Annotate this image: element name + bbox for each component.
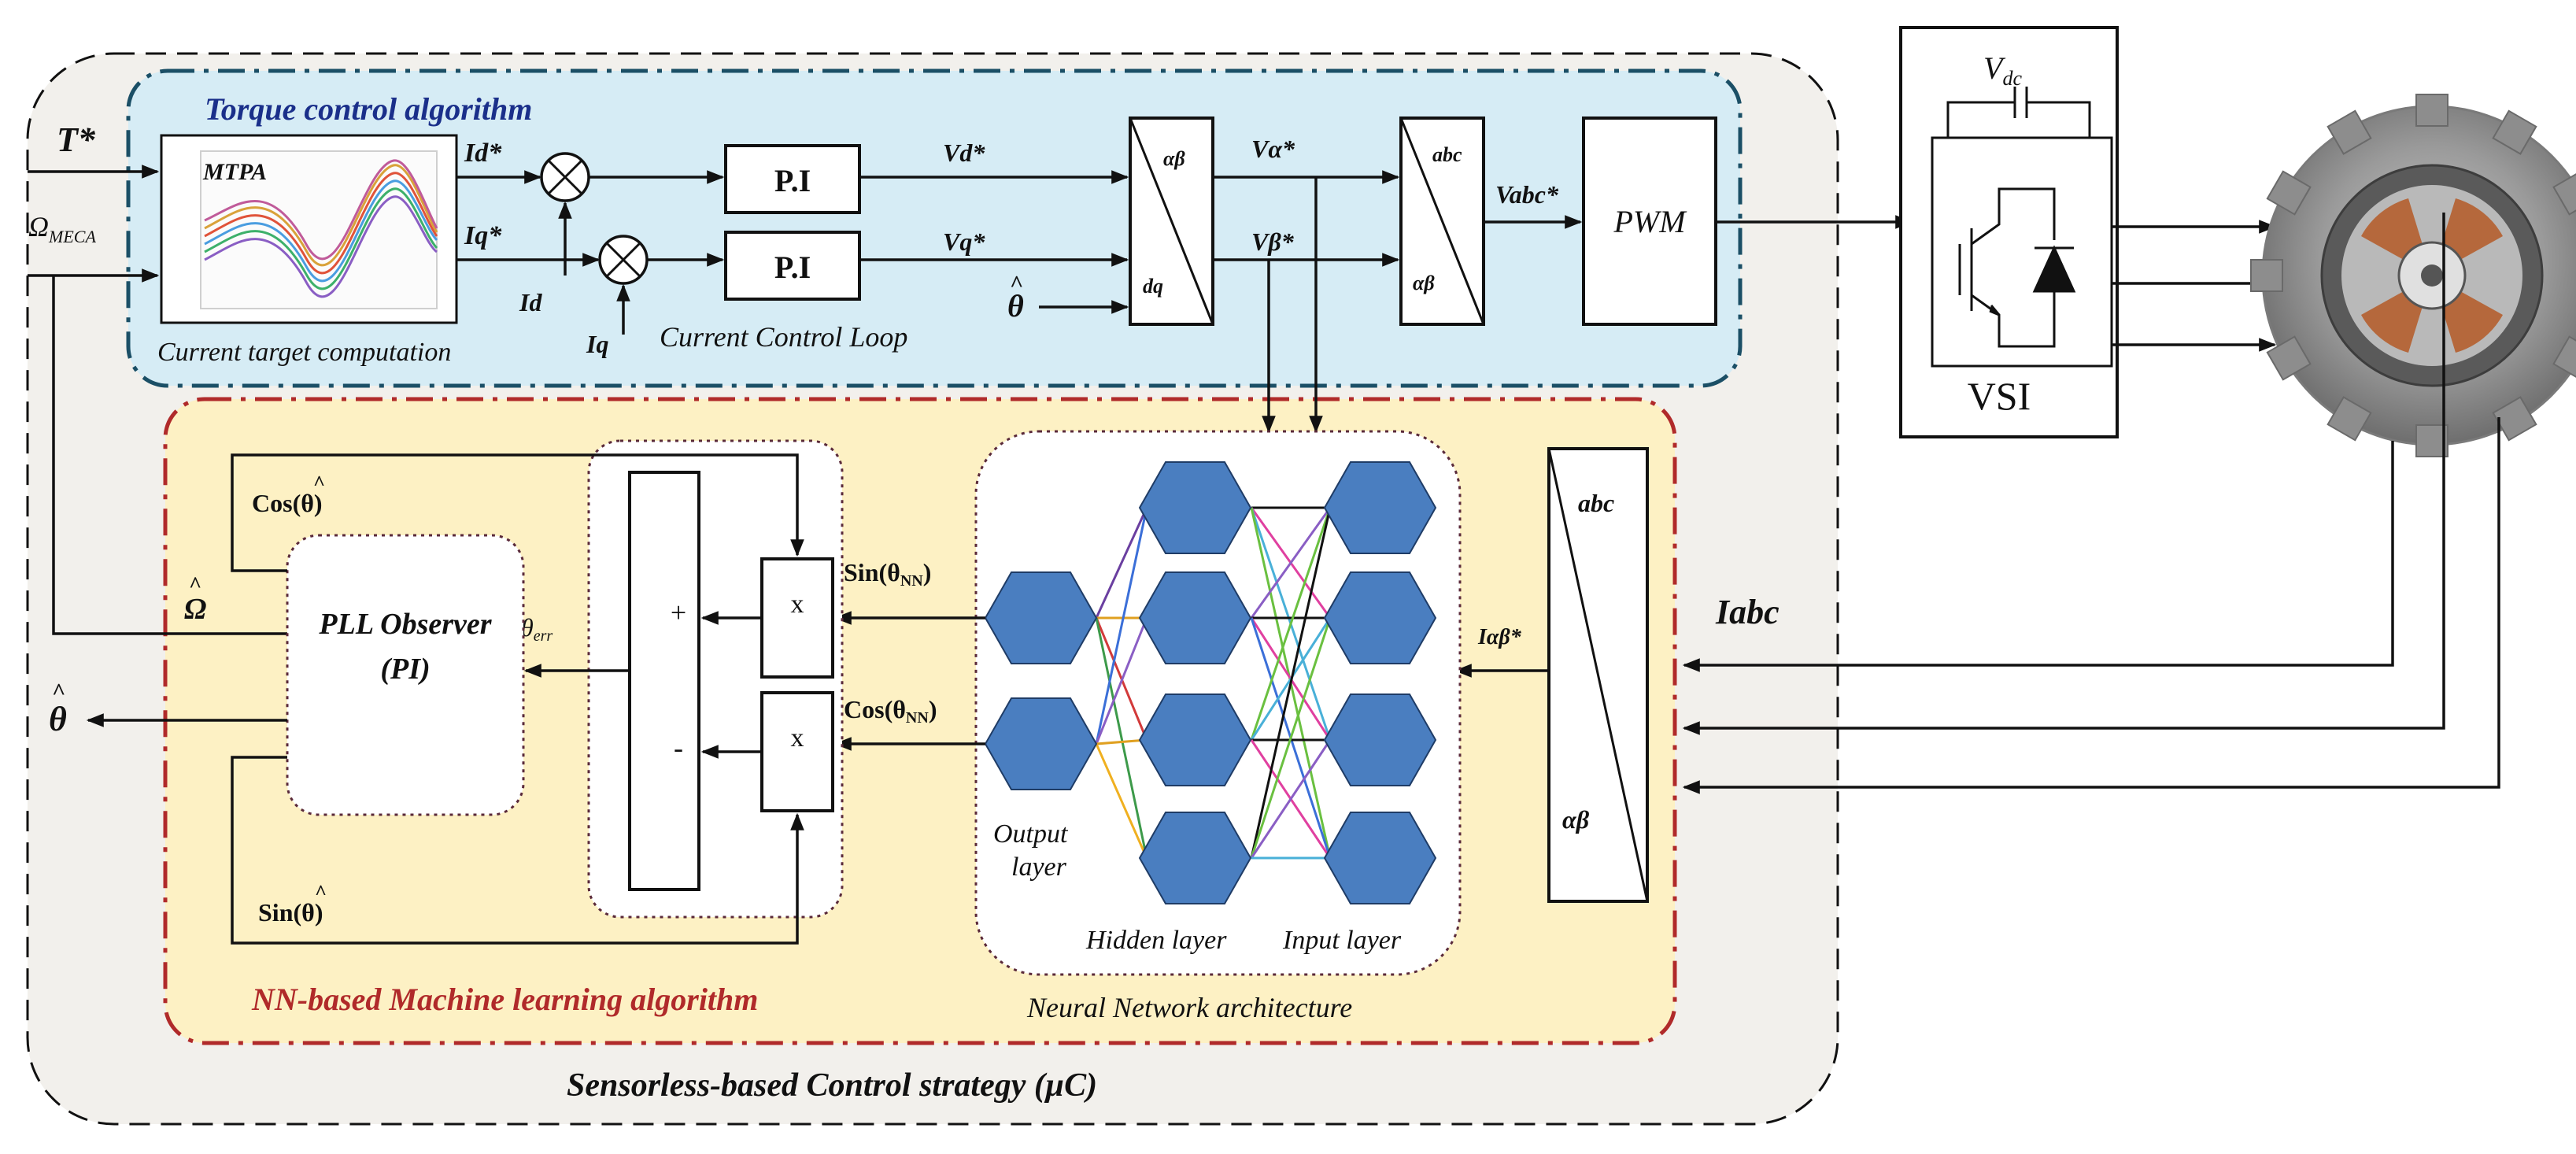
svg-text:θ: θ [1007, 288, 1024, 324]
mtpa-curves [204, 159, 438, 298]
pi-controller-d [724, 144, 861, 214]
valpha-ref-label: Vα* [1251, 135, 1295, 163]
svg-text:Id*: Id* [464, 139, 502, 168]
theta-hat-input-label: θ ^ [1007, 271, 1024, 324]
vsi-label: VSI [1968, 374, 2031, 418]
torque-region [126, 68, 1743, 388]
nn-output-layer [984, 571, 1098, 790]
iabc-label: Iabc [1715, 593, 1780, 631]
clarke-bottom-label: αβ [1562, 805, 1590, 834]
neuron [1323, 461, 1437, 554]
current-loop-caption: Current Control Loop [660, 321, 907, 353]
multiplier-sin-label: x [791, 590, 804, 619]
speed-reference-label: ΩMECA [28, 211, 96, 246]
id-ref-label: Id* [464, 139, 502, 168]
svg-text:Sin(θ): Sin(θ) [258, 898, 323, 927]
nn-hidden-layer [1138, 461, 1252, 904]
svg-text:^: ^ [313, 472, 325, 494]
svg-text:Sin(θNN): Sin(θNN) [844, 558, 931, 590]
svg-text:^: ^ [189, 573, 201, 597]
pll-observer-label-2: (PI) [380, 653, 430, 686]
mtpa-label: MTPA [202, 159, 267, 185]
sum-junction-d [540, 152, 590, 202]
pi-controller-q [724, 231, 861, 301]
sum-plus-label: + [671, 597, 686, 628]
torque-region-title: Torque control algorithm [205, 91, 532, 127]
torque-reference-label: T* [57, 120, 96, 159]
hidden-layer-label: Hidden layer [1085, 926, 1227, 955]
neuron [1323, 571, 1437, 664]
svg-text:θ: θ [49, 700, 67, 738]
neuron [1138, 694, 1252, 786]
cos-nn-label: Cos(θNN) [844, 695, 937, 727]
pwm-block [1582, 117, 1717, 326]
neuron [984, 571, 1098, 664]
inverse-park-bottom-label: dq [1143, 275, 1163, 298]
outer-region-title: Sensorless-based Control strategy (µC) [567, 1067, 1097, 1104]
nn-architecture-title: Neural Network architecture [1026, 992, 1352, 1023]
vdc-label: Vdc [1983, 50, 2022, 90]
vd-ref-label: Vd* [943, 139, 985, 167]
pi-q-label: P.I [774, 250, 811, 285]
mtpa-caption: Current target computation [157, 338, 451, 367]
neuron [1138, 812, 1252, 904]
omega-hat-label: Ω ^ [184, 573, 206, 626]
svg-text:Iq*: Iq* [464, 221, 502, 250]
nn-region-title: NN-based Machine learning algorithm [251, 982, 758, 1017]
motor-image [2250, 94, 2576, 457]
sum-block [628, 471, 700, 891]
cos-hat-label: Cos(θ) ^ [252, 472, 325, 517]
inverse-clarke-top-label: abc [1432, 143, 1462, 166]
input-layer-label: Input layer [1282, 926, 1402, 955]
error-computation-box [587, 439, 844, 919]
nn-connections [1095, 506, 1332, 860]
iq-ref-label: Iq* [464, 221, 502, 250]
svg-text:ΩMECA: ΩMECA [28, 211, 96, 246]
neuron [1323, 812, 1437, 904]
nn-input-layer [1323, 461, 1437, 904]
igbt-switch-box [1931, 136, 2113, 368]
svg-text:Vdc: Vdc [1983, 50, 2022, 90]
iq-feedback-label: Iq [586, 330, 608, 358]
sin-hat-label: Sin(θ) ^ [258, 881, 327, 927]
output-layer-label-2: layer [1011, 853, 1067, 882]
neuron [1323, 694, 1437, 786]
clarke-top-label: abc [1578, 489, 1614, 517]
multiplier-cos-label: x [791, 723, 804, 753]
neuron [1138, 461, 1252, 554]
vabc-ref-label: Vabc* [1495, 180, 1559, 209]
pll-observer-label-1: PLL Observer [318, 608, 492, 641]
svg-text:Cos(θNN): Cos(θNN) [844, 695, 937, 727]
svg-text:Ω: Ω [184, 593, 206, 626]
vbeta-ref-label: Vβ* [1251, 227, 1295, 256]
inverse-park-top-label: αβ [1163, 147, 1185, 170]
svg-text:^: ^ [52, 679, 65, 705]
inverse-clarke-bottom-label: αβ [1413, 272, 1435, 294]
pi-d-label: P.I [774, 163, 811, 198]
output-layer-label-1: Output [993, 819, 1069, 849]
dc-link-capacitor [1946, 87, 2091, 138]
theta-hat-output-label: θ ^ [49, 679, 67, 738]
pll-observer-block [286, 534, 525, 816]
svg-text:^: ^ [315, 881, 327, 904]
svg-text:Cos(θ): Cos(θ) [252, 489, 323, 517]
pwm-label: PWM [1613, 204, 1687, 239]
svg-text:^: ^ [1010, 271, 1023, 297]
i-alpha-beta-label: Iαβ* [1477, 625, 1522, 649]
sin-nn-label: Sin(θNN) [844, 558, 931, 590]
sum-minus-label: - [674, 732, 683, 764]
sum-junction-q [598, 235, 649, 285]
multiplier-cos [760, 691, 834, 812]
vq-ref-label: Vq* [943, 227, 985, 256]
neuron [1138, 571, 1252, 664]
mtpa-plot-area [200, 150, 438, 309]
id-feedback-label: Id [519, 288, 542, 316]
igbt-diode-symbol [1958, 187, 2076, 348]
neuron [984, 697, 1098, 790]
